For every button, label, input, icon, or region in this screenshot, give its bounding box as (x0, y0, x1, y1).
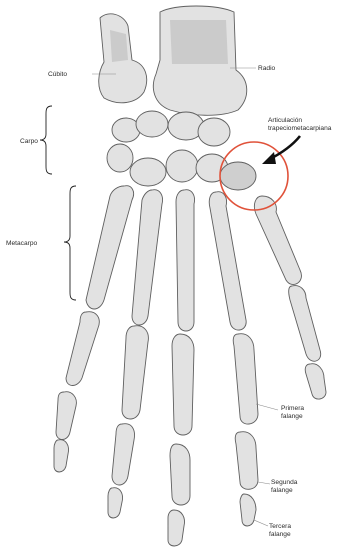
label-segunda-2: falange (271, 487, 293, 494)
label-articulacion-2: trapeciometacarpiana (268, 125, 332, 132)
distal-phalanges (54, 440, 256, 546)
label-primera-2: falange (281, 413, 303, 420)
carpal-bones (107, 111, 256, 190)
label-radio: Radio (258, 65, 276, 72)
label-carpo: Carpo (20, 138, 38, 145)
ulna-bone (99, 14, 147, 103)
arrow-icon (262, 136, 300, 164)
primera-leader (256, 404, 278, 410)
label-tercera-2: falange (269, 531, 291, 538)
label-cubito: Cúbito (48, 71, 67, 78)
segunda-leader (258, 482, 270, 484)
label-tercera-1: Tercera (269, 523, 291, 530)
metacarpo-brace (64, 186, 76, 300)
carpo-brace (40, 106, 52, 174)
label-primera-1: Primera (281, 405, 304, 412)
label-articulacion-1: Articulación (268, 117, 302, 124)
radius-bone (153, 6, 246, 115)
label-segunda-1: Segunda (271, 479, 298, 486)
label-metacarpo: Metacarpo (6, 240, 37, 247)
metacarpal-bones (86, 186, 301, 331)
tercera-leader (254, 520, 268, 526)
